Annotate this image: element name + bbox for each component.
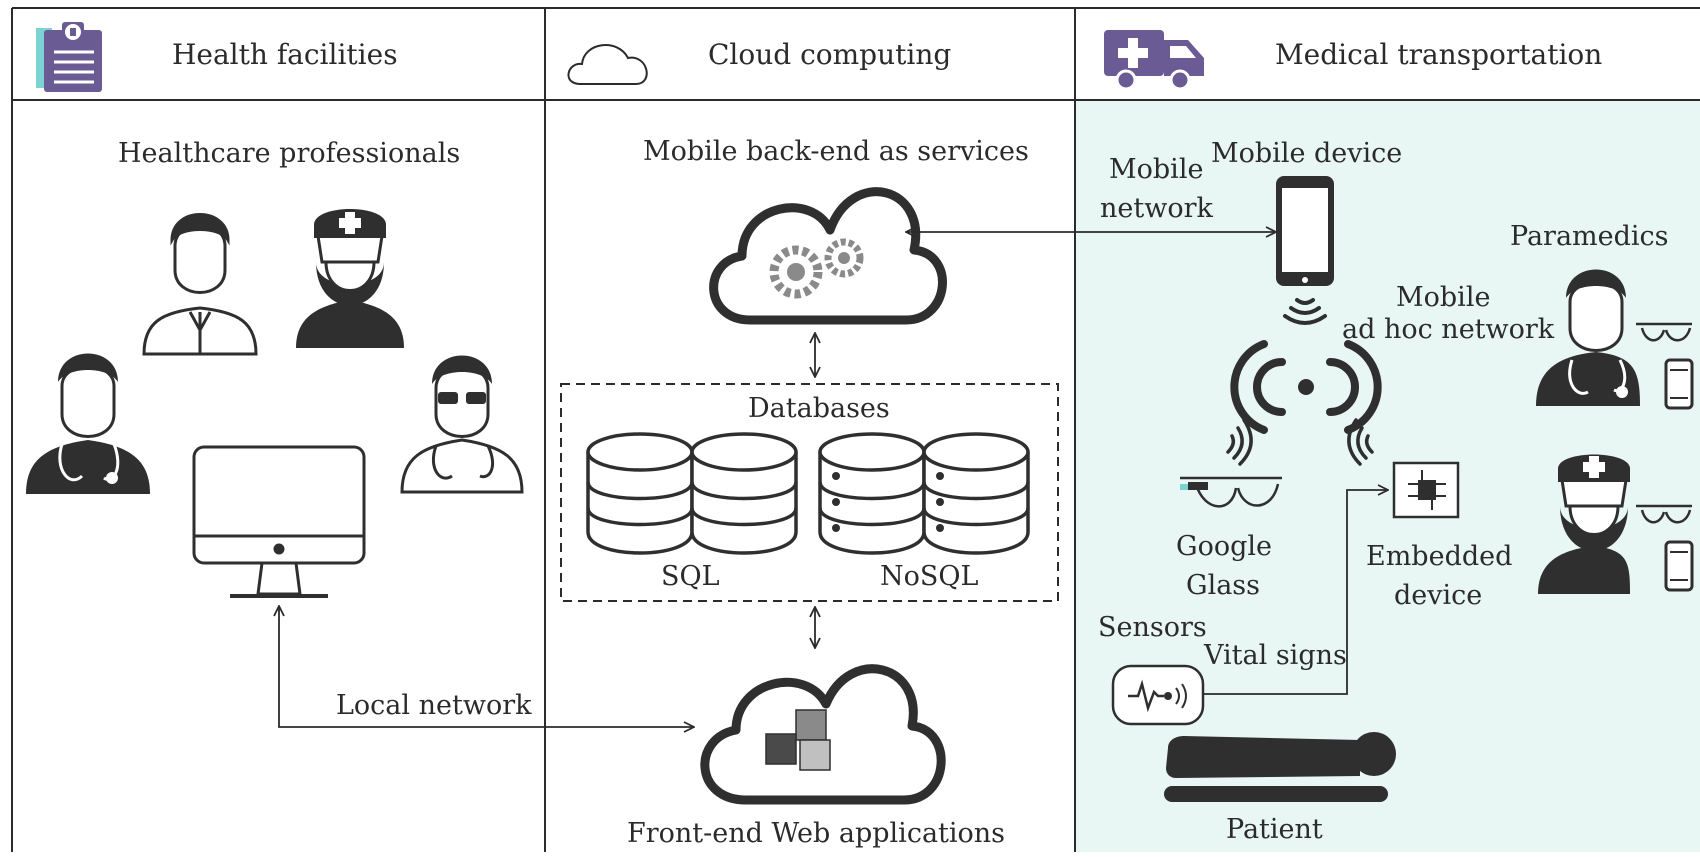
databases-label: Databases	[748, 393, 890, 424]
mobile-phone-icon	[1276, 176, 1334, 286]
databases-box	[560, 383, 1059, 602]
doctor-stethoscope-icon	[26, 353, 150, 494]
nosql-dots	[832, 472, 944, 532]
header-medical-transportation: Medical transportation	[1275, 38, 1602, 71]
header-cloud-computing: Cloud computing	[708, 38, 951, 71]
phone-signal-icon	[1283, 298, 1327, 325]
adhoc-label-line2: ad hoc network	[1342, 314, 1555, 345]
vital-signs-label: Vital signs	[1203, 640, 1347, 671]
gears-icon	[769, 238, 864, 299]
broadcast-icon	[1230, 340, 1382, 434]
panel-frame	[11, 7, 1700, 852]
embedded-signal-icon	[1347, 418, 1374, 466]
ambulance-icon	[1104, 30, 1204, 91]
paramedic-male-icon	[1536, 269, 1640, 406]
cloud-icon	[567, 44, 648, 85]
patient-label: Patient	[1226, 814, 1323, 845]
frontend-label: Front-end Web applications	[627, 818, 1005, 849]
mobile-network-label-line2: network	[1100, 193, 1213, 224]
paramedic2-phone-icon	[1664, 540, 1694, 592]
clipboard-icon	[36, 22, 102, 92]
local-network-label: Local network	[336, 690, 532, 721]
mobile-device-label: Mobile device	[1211, 138, 1402, 169]
paramedic-phone-icon	[1664, 358, 1694, 410]
google-glass-label-line1: Google	[1176, 531, 1272, 562]
local-network-link	[279, 606, 694, 727]
nosql-database-icon	[818, 432, 1030, 555]
header-health-facilities: Health facilities	[172, 38, 398, 71]
embedded-label-line1: Embedded	[1366, 541, 1512, 572]
embedded-label-line2: device	[1394, 580, 1482, 611]
sql-database-icon	[586, 432, 798, 555]
mobile-network-label-line1: Mobile	[1109, 154, 1203, 185]
patient-icon	[1164, 732, 1396, 802]
broadcast-center	[1298, 379, 1314, 395]
sensors-label: Sensors	[1098, 612, 1207, 643]
sql-label: SQL	[661, 561, 720, 592]
paramedic-female-icon	[1538, 454, 1630, 594]
doctor-glasses-icon	[400, 355, 524, 494]
nosql-label: NoSQL	[880, 561, 979, 592]
paramedics-label: Paramedics	[1510, 221, 1669, 252]
cubes-icon	[765, 709, 831, 771]
doctor-icon	[142, 213, 258, 356]
mbaas-label: Mobile back-end as services	[643, 136, 1029, 167]
google-glass-label-line2: Glass	[1186, 570, 1260, 601]
sensor-icon	[1111, 664, 1205, 726]
embedded-chip-icon	[1392, 461, 1460, 519]
paramedic-glasses-icon	[1636, 322, 1692, 342]
healthcare-professionals-label: Healthcare professionals	[118, 138, 460, 169]
nurse-icon	[296, 209, 404, 348]
google-glass-icon	[1180, 476, 1282, 508]
desktop-computer-icon	[192, 445, 366, 598]
adhoc-label-line1: Mobile	[1396, 282, 1490, 313]
glass-signal-icon	[1226, 418, 1253, 466]
vital-signs-link	[1188, 490, 1388, 695]
paramedic2-glasses-icon	[1636, 504, 1692, 524]
